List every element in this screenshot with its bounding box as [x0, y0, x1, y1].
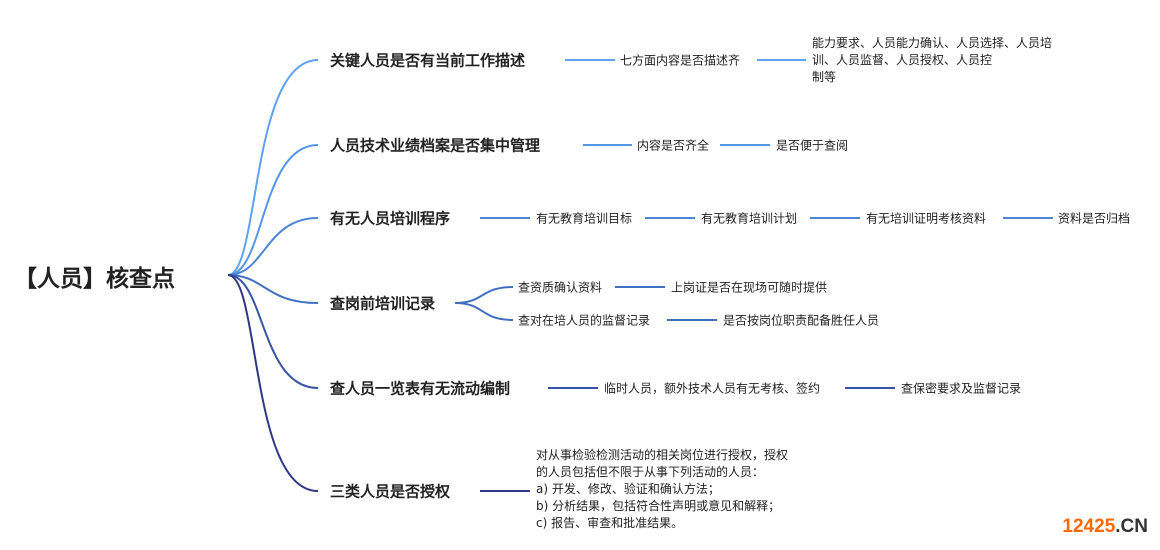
- node-easy-lookup: 是否便于查阅: [776, 138, 849, 153]
- detail-line: 训、人员监督、人员授权、人员控: [812, 53, 993, 67]
- node-temporary-staff: 临时人员，额外技术人员有无考核、签约: [604, 381, 821, 396]
- branch-training-procedure: 有无人员培训程序: [330, 209, 451, 228]
- detail-line: b) 分析结果，包括符合性声明或意见和解释；: [536, 499, 781, 513]
- branch-authorization: 三类人员是否授权: [330, 482, 451, 501]
- node-certificate: 上岗证是否在现场可随时提供: [671, 280, 828, 295]
- node-authorization-detail: 对从事检验检测活动的相关岗位进行授权，授权 的人员包括但不限于从事下列活动的人员…: [536, 447, 788, 532]
- branch-archive-management: 人员技术业绩档案是否集中管理: [330, 136, 541, 155]
- node-confidentiality: 查保密要求及监督记录: [901, 381, 1022, 396]
- node-training-evidence: 有无培训证明考核资料: [866, 211, 987, 226]
- detail-line: c) 报告、审查和批准结果。: [536, 516, 684, 530]
- root-node: 【人员】核查点: [14, 266, 175, 292]
- node-competent-staff: 是否按岗位职责配备胜任人员: [723, 313, 880, 328]
- branch-staff-list: 查人员一览表有无流动编制: [330, 379, 511, 398]
- node-content-complete: 内容是否齐全: [637, 138, 710, 153]
- branch-pre-job-training: 查岗前培训记录: [330, 294, 436, 313]
- watermark: 12425.CN: [1062, 516, 1148, 538]
- node-archived: 资料是否归档: [1058, 211, 1131, 226]
- watermark-suffix: .CN: [1115, 516, 1148, 537]
- node-aspects-detail: 能力要求、人员能力确认、人员选择、人员培 训、人员监督、人员授权、人员控 制等: [812, 35, 1052, 86]
- detail-line: 能力要求、人员能力确认、人员选择、人员培: [812, 36, 1053, 50]
- detail-line: 制等: [812, 70, 837, 84]
- detail-line: 对从事检验检测活动的相关岗位进行授权，授权: [536, 448, 789, 462]
- detail-line: 的人员包括但不限于从事下列活动的人员：: [536, 465, 765, 479]
- branch-job-description: 关键人员是否有当前工作描述: [330, 51, 526, 70]
- node-supervision-record: 查对在培人员的监督记录: [518, 313, 651, 328]
- node-seven-aspects: 七方面内容是否描述齐: [620, 53, 741, 68]
- node-qualification: 查资质确认资料: [518, 280, 603, 295]
- detail-line: a) 开发、修改、验证和确认方法；: [536, 482, 720, 496]
- node-training-plan: 有无教育培训计划: [701, 211, 798, 226]
- watermark-number: 12425: [1062, 516, 1116, 537]
- node-training-goal: 有无教育培训目标: [536, 211, 633, 226]
